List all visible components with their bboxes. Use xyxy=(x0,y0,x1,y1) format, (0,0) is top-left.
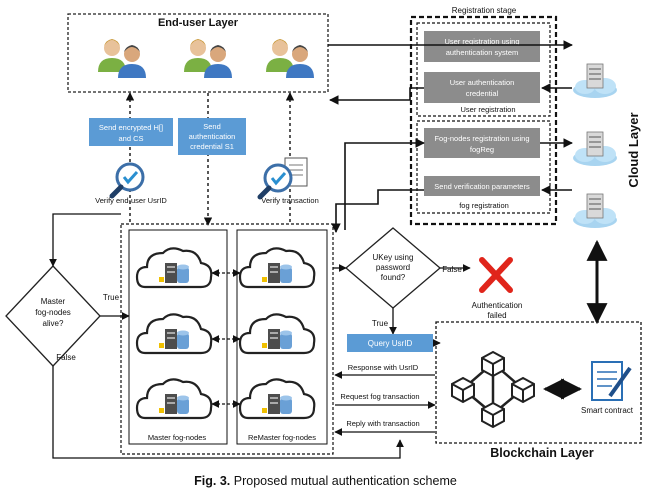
reply-transaction-label: Reply with transaction xyxy=(346,419,419,428)
response-usrid-label: Response with UsrID xyxy=(348,363,419,372)
note-send-credential-line1: Send xyxy=(203,122,221,131)
remaster-fog-label: ReMaster fog-nodes xyxy=(248,433,316,442)
master-fog-node-3-icon xyxy=(135,378,213,420)
registration-stage-title: Registration stage xyxy=(452,6,517,15)
step-user-auth-credential xyxy=(424,72,540,103)
arrow-credential-to-users xyxy=(329,87,424,105)
fog-registration-label: fog registration xyxy=(459,201,509,210)
figure-caption-prefix: Fig. 3. xyxy=(194,474,231,488)
master-fog-label: Master fog-nodes xyxy=(148,433,207,442)
blockchain-layer-title: Blockchain Layer xyxy=(490,446,594,460)
smart-contract-label: Smart contract xyxy=(581,406,634,415)
user-group-1-icon xyxy=(98,39,146,78)
note-send-encrypted xyxy=(89,118,173,146)
end-user-layer-title: End-user Layer xyxy=(158,17,239,29)
auth-failed-line2: failed xyxy=(487,311,506,320)
ukey-false-label: False xyxy=(442,265,462,274)
step-send-verification-line1: Send verification parameters xyxy=(434,182,530,191)
arrow-to-master-decision xyxy=(49,213,121,267)
query-usrid-label: Query UsrID xyxy=(368,339,413,348)
step-user-registration xyxy=(424,31,540,62)
step-fog-registration-line1: Fog-nodes registration using xyxy=(434,134,529,143)
step-send-verification xyxy=(424,176,540,196)
user-registration-label: User registration xyxy=(460,105,515,114)
request-transaction-label: Request fog transaction xyxy=(340,392,419,401)
remaster-fog-node-1-icon xyxy=(238,247,316,289)
verify-user-magnifier-icon xyxy=(112,164,143,196)
user-registration-box xyxy=(416,22,551,117)
smart-contract-icon xyxy=(591,361,632,401)
arrow-fog-registration xyxy=(344,138,425,230)
master-true-label: True xyxy=(103,293,120,302)
user-group-3-icon xyxy=(266,39,314,78)
verify-transaction-magnifier-icon xyxy=(260,165,291,197)
blockchain-network-icon xyxy=(451,351,535,428)
blockchain-layer-box xyxy=(435,321,642,444)
note-send-encrypted-line1: Send encrypted H[] xyxy=(99,123,163,132)
master-decision-line3: alive? xyxy=(43,319,64,328)
fog-layer-box xyxy=(120,223,334,455)
note-send-credential-line2: authentication xyxy=(189,132,236,141)
ukey-true-label: True xyxy=(372,319,389,328)
fog-registration-box xyxy=(416,120,551,214)
step-fog-registration-line2: fogReg xyxy=(470,145,494,154)
step-user-auth-line1: User authentication xyxy=(450,78,515,87)
step-user-auth-line2: credential xyxy=(466,89,499,98)
ukey-line1: UKey using xyxy=(373,253,414,262)
cloud-layer-title: Cloud Layer xyxy=(626,112,641,187)
user-group-2-icon xyxy=(184,39,232,78)
note-send-credential-line3: credential S1 xyxy=(190,142,234,151)
auth-failed-cross-icon xyxy=(479,257,513,293)
step-user-registration-line2: authentication system xyxy=(446,48,519,57)
arrow-master-false xyxy=(52,366,404,459)
cloud-server-2-icon xyxy=(572,131,618,167)
auth-failed-line1: Authentication xyxy=(472,301,523,310)
master-false-label: False xyxy=(56,353,76,362)
master-fog-node-1-icon xyxy=(135,247,213,289)
cloud-server-1-icon xyxy=(572,63,618,99)
remaster-fog-node-3-icon xyxy=(238,378,316,420)
master-decision-line2: fog-nodes xyxy=(35,308,71,317)
figure-caption: Fig. 3. Proposed mutual authentication s… xyxy=(0,474,651,488)
step-fog-registration xyxy=(424,128,540,158)
remaster-fog-node-2-icon xyxy=(238,313,316,355)
verify-end-user-label: Verify end-user UsrID xyxy=(95,196,167,205)
cloud-server-3-icon xyxy=(572,193,618,229)
step-user-registration-line1: User registration using xyxy=(444,37,519,46)
query-usrid-box xyxy=(347,334,433,352)
ukey-line2: password xyxy=(376,263,410,272)
master-fog-node-2-icon xyxy=(135,313,213,355)
arrow-verification-to-fog xyxy=(331,189,424,233)
note-send-encrypted-line2: and CS xyxy=(118,134,143,143)
ukey-line3: found? xyxy=(381,273,406,282)
master-decision-line1: Master xyxy=(41,297,66,306)
registration-stage-box xyxy=(409,15,558,226)
note-send-credential xyxy=(178,118,246,155)
figure-caption-text: Proposed mutual authentication scheme xyxy=(233,474,457,488)
end-user-layer-box xyxy=(67,13,329,93)
verify-transaction-label: Verify transaction xyxy=(261,196,319,205)
